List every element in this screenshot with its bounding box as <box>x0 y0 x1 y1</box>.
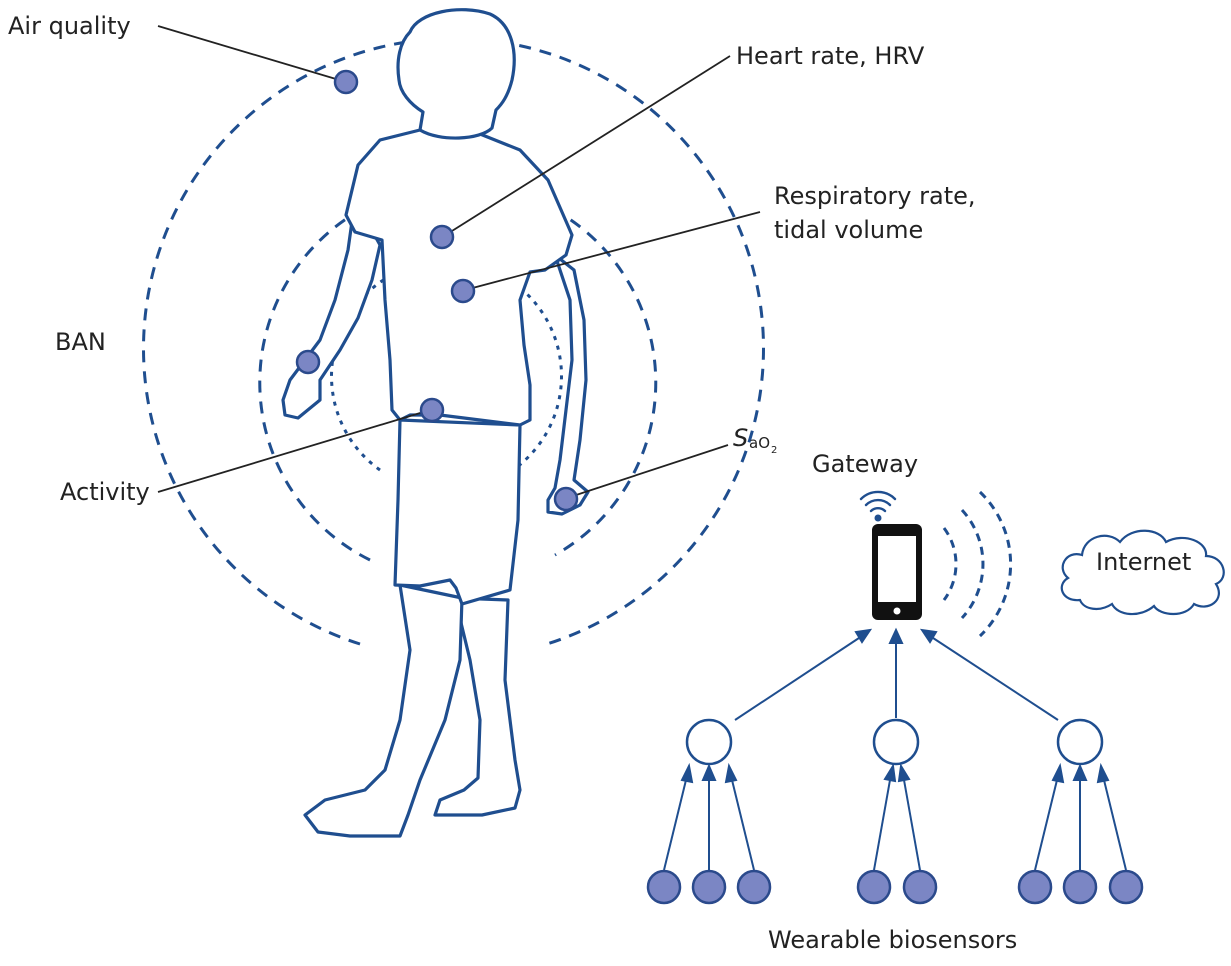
label-respiratory-line1: Respiratory rate, <box>774 182 976 210</box>
label-heart-rate: Heart rate, HRV <box>736 42 925 70</box>
leader-activity <box>158 410 430 492</box>
label-sao2-main: S <box>733 424 748 452</box>
wearable-biosensor-nodes <box>648 871 1142 903</box>
biosensor-node <box>693 871 725 903</box>
hub-nodes <box>687 720 1102 764</box>
biosensor-node <box>648 871 680 903</box>
biosensor-node <box>738 871 770 903</box>
head <box>398 10 514 138</box>
back-arm <box>548 255 588 514</box>
label-wearable: Wearable biosensors <box>768 926 1017 954</box>
person-outline <box>283 10 588 836</box>
shirt <box>346 130 572 425</box>
sensor-respiratory <box>452 280 474 302</box>
leader-sao2 <box>567 445 728 498</box>
sensor-wrist <box>297 351 319 373</box>
gateway-broadcast-arcs <box>944 492 1011 636</box>
biosensor-node <box>1019 871 1051 903</box>
sensor-air-quality <box>335 71 357 93</box>
biosensor-node <box>904 871 936 903</box>
hub-node-right <box>1058 720 1102 764</box>
sensor-activity <box>421 399 443 421</box>
hub-node-middle <box>874 720 918 764</box>
label-sao2: S <box>733 424 748 452</box>
sensor-sao2 <box>555 488 577 510</box>
label-activity: Activity <box>60 478 150 506</box>
label-gateway: Gateway <box>812 450 918 478</box>
biosensor-node <box>858 871 890 903</box>
wifi-signal-icon <box>861 492 895 522</box>
label-air-quality: Air quality <box>8 12 131 40</box>
biosensor-node <box>1064 871 1096 903</box>
shorts <box>395 420 520 604</box>
sensor-heart-rate <box>431 226 453 248</box>
smartphone-icon <box>872 524 922 620</box>
label-sao2-sub-text: aO <box>749 434 770 452</box>
biosensor-node <box>1110 871 1142 903</box>
label-sao2-subsub: 2 <box>771 445 777 456</box>
front-leg <box>305 585 462 836</box>
leader-air-quality <box>158 26 346 82</box>
label-sao2-sub: aO <box>749 434 770 452</box>
label-ban: BAN <box>55 328 106 356</box>
hub-node-left <box>687 720 731 764</box>
label-respiratory-line2: tidal volume <box>774 216 923 244</box>
label-internet: Internet <box>1096 548 1191 576</box>
